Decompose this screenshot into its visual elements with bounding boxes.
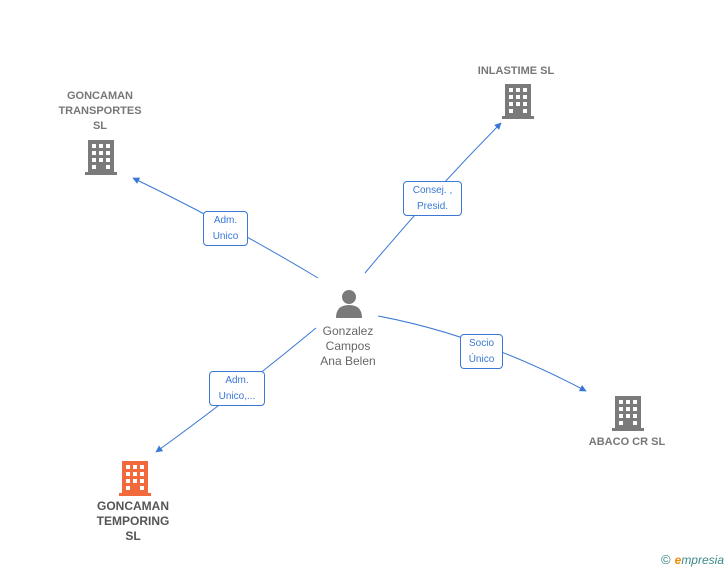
- node-label-inlastime[interactable]: INLASTIME SL: [477, 65, 555, 77]
- person-label[interactable]: Gonzalez Campos Ana Belen: [320, 324, 376, 368]
- edge-label-socio-unico[interactable]: Socio Único: [460, 334, 503, 369]
- building-icon[interactable]: [119, 460, 151, 496]
- node-label-temporing[interactable]: GONCAMAN TEMPORING SL: [96, 499, 170, 543]
- brand-initial: e: [674, 553, 682, 567]
- building-icon[interactable]: [612, 395, 644, 431]
- brand-logo: ©empresia: [661, 552, 724, 567]
- brand-name: mpresia: [681, 553, 724, 567]
- person-icon[interactable]: [334, 288, 364, 318]
- edge-label-adm-unico[interactable]: Adm. Unico: [203, 211, 248, 246]
- building-icon[interactable]: [502, 83, 534, 119]
- node-label-transportes[interactable]: GONCAMAN TRANSPORTES SL: [58, 90, 142, 132]
- edge-label-adm-unico-more[interactable]: Adm. Unico,...: [209, 371, 265, 406]
- building-icon[interactable]: [85, 139, 117, 175]
- edge-label-consej-presid[interactable]: Consej. , Presid.: [403, 181, 462, 216]
- node-label-abaco[interactable]: ABACO CR SL: [588, 436, 666, 448]
- copyright-symbol: ©: [661, 552, 671, 567]
